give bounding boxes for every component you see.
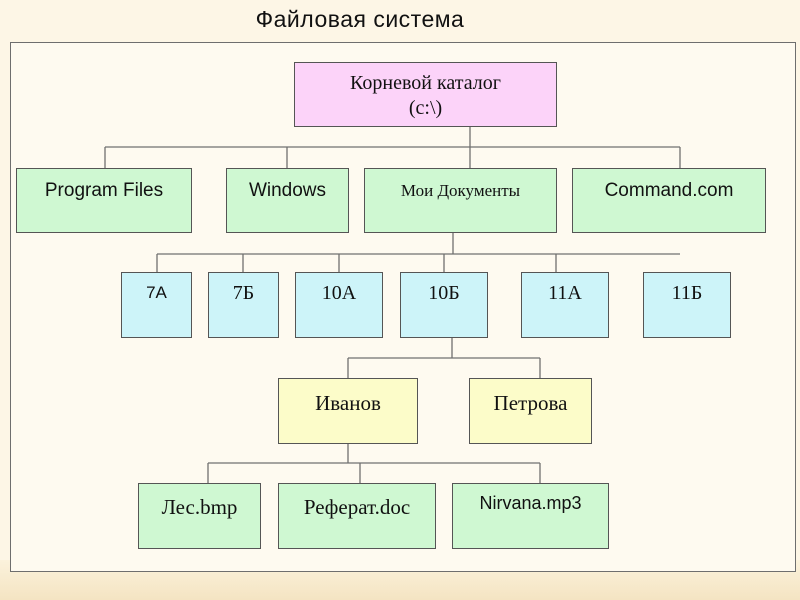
folder-7b: 7Б [208, 272, 279, 338]
file-referat-doc: Реферат.doc [278, 483, 436, 549]
folder-7a: 7А [121, 272, 192, 338]
folder-10a: 10А [295, 272, 383, 338]
root-directory-box: Корневой каталог (c:\) [294, 62, 557, 127]
folder-11a: 11А [521, 272, 609, 338]
folder-10b: 10Б [400, 272, 488, 338]
file-nirvana-mp3: Nirvana.mp3 [452, 483, 609, 549]
root-directory-label: Корневой каталог [350, 72, 501, 94]
folder-ivanov: Иванов [278, 378, 418, 444]
file-les-bmp: Лес.bmp [138, 483, 261, 549]
folder-program-files: Program Files [16, 168, 192, 233]
root-directory-path: (c:\) [408, 97, 443, 119]
folder-moi-dokumenty: Мои Документы [364, 168, 557, 233]
folder-11b: 11Б [643, 272, 731, 338]
folder-petrova: Петрова [469, 378, 592, 444]
file-command-com: Command.com [572, 168, 766, 233]
page-title: Файловая система [255, 6, 465, 32]
folder-windows: Windows [226, 168, 349, 233]
